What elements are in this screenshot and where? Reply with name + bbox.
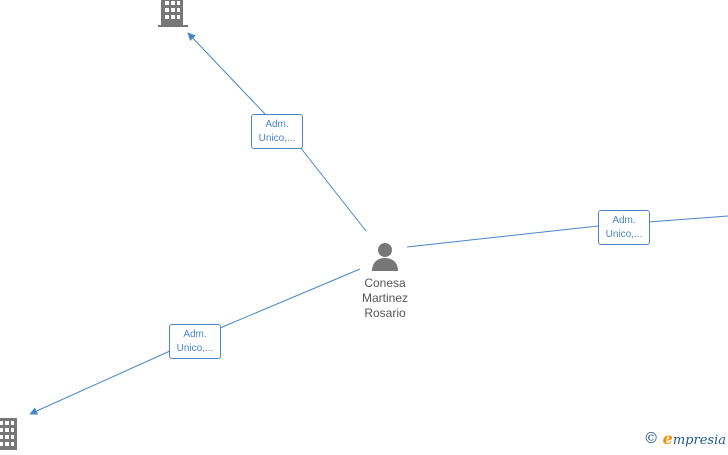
- brand-logo-initial: e: [662, 428, 673, 448]
- relation-role: Adm.: [183, 329, 207, 340]
- company-node-bottom[interactable]: [0, 418, 22, 455]
- building-icon: [158, 0, 188, 27]
- relation-label-right[interactable]: Adm. Unico,...: [598, 210, 650, 245]
- person-icon: [372, 243, 398, 271]
- edge-bottom-company: [30, 268, 361, 414]
- edge-right: [406, 215, 728, 248]
- relation-role: Adm.: [612, 215, 636, 226]
- person-name-line: Martinez: [361, 291, 408, 305]
- brand-watermark: © empresia: [644, 428, 726, 448]
- relation-label-bottom[interactable]: Adm. Unico,...: [169, 324, 221, 359]
- person-name-line: Conesa: [364, 276, 406, 290]
- brand-logo-text: mpresia: [672, 432, 726, 448]
- person-node[interactable]: Conesa Martinez Rosario: [343, 240, 427, 321]
- edge-top-company: [188, 33, 367, 232]
- brand-logo: empresia: [663, 429, 726, 448]
- relation-role: Adm.: [265, 119, 289, 130]
- copyright-symbol: ©: [643, 429, 659, 447]
- relation-role-detail: Unico,...: [176, 343, 214, 354]
- person-name-line: Rosario: [364, 306, 406, 320]
- relation-role-detail: Unico,...: [605, 229, 643, 240]
- person-name: Conesa Martinez Rosario: [343, 276, 427, 321]
- company-node-top[interactable]: [158, 0, 188, 33]
- building-icon: [0, 418, 17, 450]
- relation-role-detail: Unico,...: [258, 133, 296, 144]
- relation-label-top[interactable]: Adm. Unico,...: [251, 114, 303, 149]
